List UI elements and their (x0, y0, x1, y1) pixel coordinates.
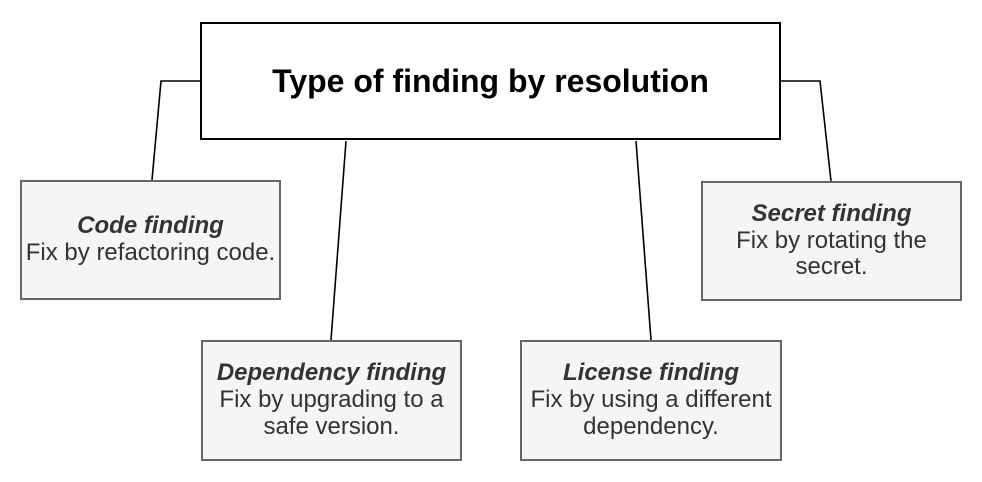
node-title: Code finding (77, 212, 224, 240)
node-description: Fix by rotating the secret. (736, 226, 927, 281)
connector-root-to-secret (781, 80, 832, 182)
diagram-node-code-finding: Code finding Fix by refactoring code. (20, 180, 281, 300)
connector-root-to-dependency (330, 140, 347, 341)
diagram-node-license-finding: License finding Fix by using a different… (520, 340, 782, 461)
diagram-node-root: Type of finding by resolution (200, 22, 781, 140)
connector-root-to-license (635, 140, 652, 341)
diagram-node-dependency-finding: Dependency finding Fix by upgrading to a… (201, 340, 462, 461)
root-node-label: Type of finding by resolution (272, 62, 709, 99)
node-title: Secret finding (751, 199, 912, 227)
node-description: Fix by using a different dependency. (530, 386, 772, 440)
node-title: Dependency finding (216, 359, 447, 387)
node-title: License finding (562, 359, 739, 387)
diagram-node-secret-finding: Secret finding Fix by rotating the secre… (701, 181, 962, 301)
node-description: Fix by refactoring code. (25, 239, 276, 266)
connector-root-to-code (151, 80, 200, 181)
node-description: Fix by upgrading to a safe version. (219, 386, 444, 440)
